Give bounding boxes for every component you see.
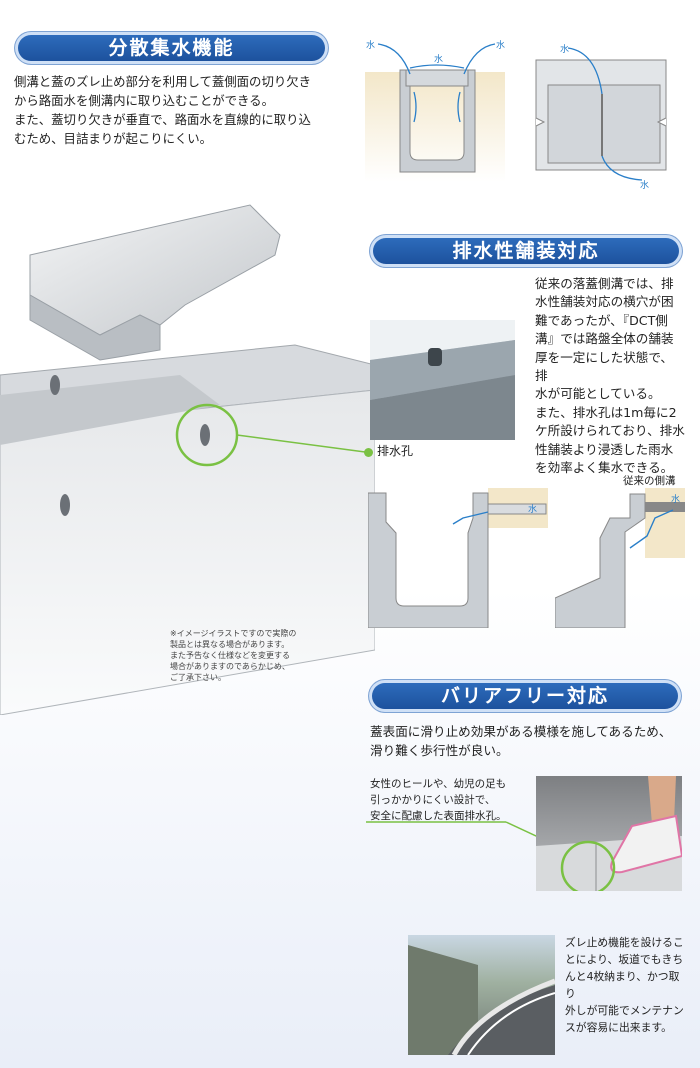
slope-note: ズレ止め機能を設けるこ とにより、坂道でもきち んと4枚納まり、かつ取り 外しが… bbox=[565, 936, 684, 1034]
product-illustration bbox=[0, 204, 375, 715]
water-label-7: 水 bbox=[671, 493, 680, 505]
water-label-1: 水 bbox=[366, 39, 375, 51]
section-title-barrier-free: バリアフリー対応 bbox=[369, 680, 681, 712]
conventional-cross-section-diagram: 水 bbox=[555, 488, 685, 628]
disclaimer-note: ※イメージイラストですので実際の 製品とは異なる場合があります。 また予告なく仕… bbox=[170, 629, 297, 682]
dct-cross-section-diagram: 水 bbox=[368, 488, 548, 628]
drain-hole-label: 排水孔 bbox=[377, 444, 414, 458]
conventional-label: 従来の側溝 bbox=[623, 475, 676, 487]
slope-road-photo bbox=[408, 935, 555, 1055]
dispersed-plan-diagram: 水 水 bbox=[535, 43, 667, 190]
heel-note: 女性のヒールや、幼児の足も 引っかかりにくい設計で、 安全に配慮した表面排水孔。 bbox=[370, 778, 507, 822]
permeable-body: 従来の落蓋側溝では、排 水性舗装対応の横穴が困 難であったが、『DCT側 溝』で… bbox=[535, 276, 685, 476]
drain-hole-marker bbox=[364, 448, 373, 457]
water-label-4: 水 bbox=[560, 43, 569, 55]
water-label-2: 水 bbox=[496, 39, 505, 51]
water-label-6: 水 bbox=[528, 503, 537, 515]
shoe-on-lid-photo bbox=[536, 776, 682, 891]
section-title-dispersed: 分散集水機能 bbox=[15, 32, 328, 64]
dispersed-body: 側溝と蓋のズレ止め部分を利用して蓋側面の切り欠き から路面水を側溝内に取り込むこ… bbox=[14, 74, 312, 146]
water-label-3: 水 bbox=[434, 53, 443, 65]
water-label-5: 水 bbox=[640, 179, 649, 190]
barrier-free-body: 蓋表面に滑り止め効果がある模様を施してあるため、 滑り難く歩行性が良い。 bbox=[370, 724, 672, 758]
section-title-permeable: 排水性舗装対応 bbox=[370, 235, 682, 267]
drain-hole-photo bbox=[370, 320, 515, 440]
dispersed-cross-section-diagram: 水 水 水 bbox=[365, 39, 505, 182]
